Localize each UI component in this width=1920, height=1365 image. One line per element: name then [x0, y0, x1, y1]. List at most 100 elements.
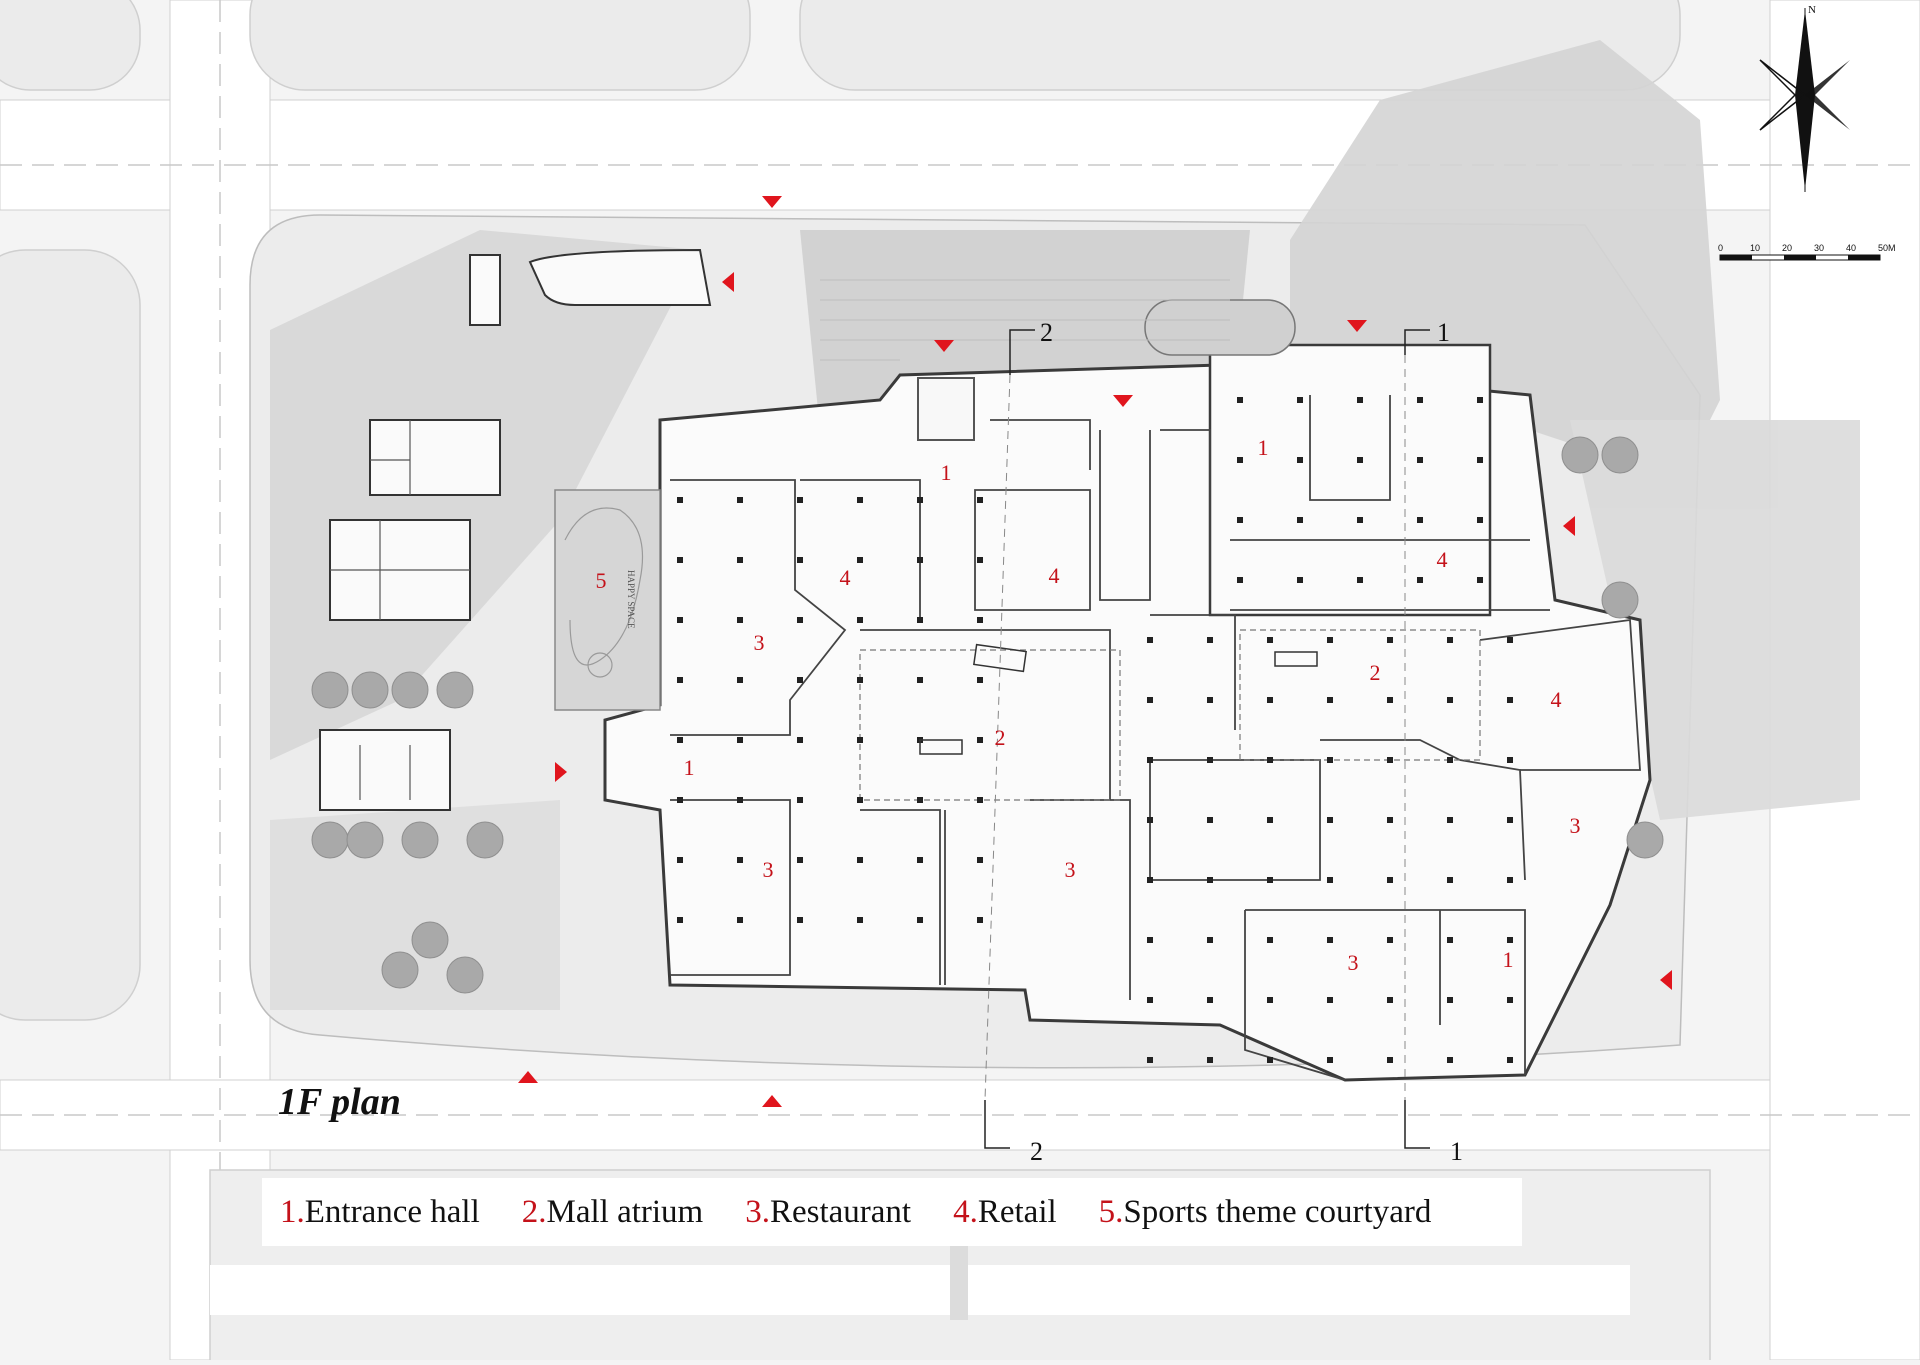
section-marker-2-north: 2 — [1040, 318, 1053, 347]
column-mark — [737, 497, 743, 503]
column-mark — [1417, 457, 1423, 463]
column-mark — [1387, 1057, 1393, 1063]
room-label-restaurant-west: 3 — [754, 630, 765, 655]
column-mark — [1327, 817, 1333, 823]
scale-label: 40 — [1846, 243, 1856, 253]
northeast-block — [1208, 343, 1492, 617]
legend-item-retail: 4.Retail — [953, 1193, 1057, 1230]
tree-icon — [311, 821, 349, 859]
column-mark — [1147, 817, 1153, 823]
interior-partitions — [670, 395, 1641, 1081]
column-mark — [977, 677, 983, 683]
west-annex-buildings — [319, 254, 501, 811]
lower-band — [210, 1240, 1630, 1320]
column-mark — [1507, 817, 1513, 823]
column-mark — [1477, 457, 1483, 463]
entrance-arrows — [518, 196, 1672, 1107]
column-mark — [1267, 697, 1273, 703]
column-mark — [797, 617, 803, 623]
column-mark — [677, 497, 683, 503]
column-mark — [1267, 937, 1273, 943]
tree-icon — [436, 671, 474, 709]
tree-icon — [351, 671, 389, 709]
column-mark — [737, 557, 743, 563]
north-arrow-icon — [1759, 8, 1850, 192]
column-mark — [1477, 577, 1483, 583]
legend: 1.Entrance hall 2.Mall atrium 3.Restaura… — [262, 1178, 1522, 1246]
column-mark — [1417, 577, 1423, 583]
tree-icon — [311, 671, 349, 709]
column-mark — [1297, 517, 1303, 523]
column-mark — [1207, 637, 1213, 643]
annex-partitions — [330, 420, 470, 800]
room-label-atrium-east: 2 — [1370, 660, 1381, 685]
tree-icon — [446, 956, 484, 994]
column-mark — [1297, 577, 1303, 583]
column-mark — [797, 917, 803, 923]
section-marker-1-north: 1 — [1437, 318, 1450, 347]
column-mark — [1147, 1057, 1153, 1063]
column-mark — [1357, 457, 1363, 463]
column-mark — [1507, 637, 1513, 643]
drop-off-loop — [1144, 299, 1296, 356]
room-label-entrance-north: 1 — [941, 460, 952, 485]
column-mark — [1207, 757, 1213, 763]
scale-label: 30 — [1814, 243, 1824, 253]
entrance-arrow-icon — [762, 196, 782, 208]
column-mark — [1447, 637, 1453, 643]
column-mark — [857, 497, 863, 503]
column-mark — [977, 497, 983, 503]
column-mark — [1447, 757, 1453, 763]
column-mark — [1207, 817, 1213, 823]
column-mark — [1327, 757, 1333, 763]
mall-footprint — [603, 363, 1652, 1082]
escalators — [919, 643, 1318, 755]
column-mark — [1147, 937, 1153, 943]
entrance-arrow-icon — [934, 340, 954, 352]
column-mark — [1507, 937, 1513, 943]
column-mark — [1327, 637, 1333, 643]
scale-label: 50M — [1878, 243, 1896, 253]
room-label-retail-center: 4 — [1049, 563, 1060, 588]
column-mark — [917, 557, 923, 563]
tree-icon — [1601, 436, 1639, 474]
column-mark — [1147, 997, 1153, 1003]
entrance-arrow-icon — [555, 762, 567, 782]
tree-icon — [1561, 436, 1599, 474]
column-mark — [1447, 877, 1453, 883]
column-mark — [1237, 577, 1243, 583]
column-mark — [737, 797, 743, 803]
room-label-retail-west: 4 — [840, 565, 851, 590]
column-mark — [917, 497, 923, 503]
column-mark — [1327, 997, 1333, 1003]
column-mark — [1387, 817, 1393, 823]
column-mark — [797, 557, 803, 563]
roof-hatching — [820, 279, 1230, 361]
column-mark — [1507, 997, 1513, 1003]
section-cut-dash — [984, 355, 1406, 1101]
column-mark — [1147, 697, 1153, 703]
column-mark — [677, 797, 683, 803]
column-mark — [1267, 757, 1273, 763]
column-mark — [1357, 517, 1363, 523]
column-mark — [797, 677, 803, 683]
column-mark — [1327, 937, 1333, 943]
column-mark — [1327, 877, 1333, 883]
column-mark — [1327, 697, 1333, 703]
tree-icon — [346, 821, 384, 859]
column-mark — [857, 677, 863, 683]
column-mark — [677, 857, 683, 863]
column-mark — [1207, 697, 1213, 703]
column-mark — [977, 797, 983, 803]
column-mark — [1297, 397, 1303, 403]
column-mark — [1357, 397, 1363, 403]
column-mark — [1507, 697, 1513, 703]
scale-label: 20 — [1782, 243, 1792, 253]
scale-label: 10 — [1750, 243, 1760, 253]
column-mark — [1417, 397, 1423, 403]
column-mark — [1447, 997, 1453, 1003]
sports-courtyard — [554, 489, 661, 711]
section-marker-1-south: 1 — [1450, 1137, 1463, 1166]
column-mark — [1207, 877, 1213, 883]
column-mark — [977, 917, 983, 923]
